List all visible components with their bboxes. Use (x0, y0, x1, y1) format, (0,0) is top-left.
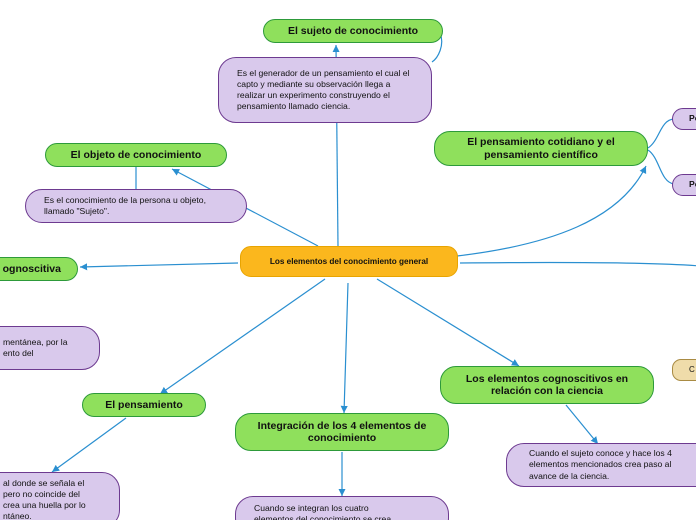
topic-pensamiento-node[interactable]: El pensamiento (82, 393, 206, 417)
topic-sujeto-node[interactable]: El sujeto de conocimiento (263, 19, 443, 43)
note-sujeto-text: Es el generador de un pensamiento el cua… (237, 67, 410, 112)
note-ciencia-node[interactable]: Cuando el sujeto conoce y hace los 4 ele… (506, 443, 696, 487)
note-objeto-text: Es el conocimiento de la persona u objet… (44, 194, 206, 216)
topic-sujeto-label: El sujeto de conocimiento (287, 24, 419, 37)
topic-integracion-node[interactable]: Integración de los 4 elementos de conoci… (235, 413, 449, 451)
note-cognoscitiva-node[interactable]: mentánea, por la ento del (0, 326, 100, 370)
topic-pensamiento-label: El pensamiento (105, 398, 183, 411)
topic-ciencia-label: Los elementos cognoscitivos en relación … (465, 372, 629, 397)
central-topic-node[interactable]: Los elementos del conocimiento general (240, 246, 458, 277)
note-pensamiento-text: al donde se señala el pero no coincide d… (3, 477, 86, 520)
note-pe-top-text: Pe (689, 113, 696, 124)
topic-cognoscitiva-node[interactable]: ognoscitiva (0, 257, 78, 281)
topic-cotidiano-label: El pensamiento cotidiano y el pensamient… (467, 136, 615, 161)
note-ciencia-text: Cuando el sujeto conoce y hace los 4 ele… (529, 448, 672, 481)
link-central-cognoscitiva (79, 262, 239, 271)
topic-objeto-node[interactable]: El objeto de conocimiento (45, 143, 227, 167)
note-integracion-text: Cuando se integran los cuatro elementos … (254, 503, 392, 520)
link-central-right (459, 261, 696, 267)
note-objeto-node[interactable]: Es el conocimiento de la persona u objet… (25, 189, 247, 223)
note-pe-bottom-text: Pe (689, 179, 696, 190)
link-central-cotidiano (456, 165, 647, 257)
link-ciencia-desc (565, 404, 599, 445)
note-cognoscitiva-text: mentánea, por la ento del (3, 336, 68, 358)
topic-cotidiano-node[interactable]: El pensamiento cotidiano y el pensamient… (434, 131, 648, 166)
note-tan-node[interactable]: C (672, 359, 696, 381)
note-pensamiento-node[interactable]: al donde se señala el pero no coincide d… (0, 472, 120, 520)
central-topic-label: Los elementos del conocimiento general (269, 256, 429, 266)
link-pensamiento-desc (51, 417, 127, 473)
note-pe-top-node[interactable]: Pe (672, 108, 696, 130)
link-cotidiano-pe-bottom (647, 149, 675, 185)
note-pe-bottom-node[interactable]: Pe (672, 174, 696, 196)
note-integracion-node[interactable]: Cuando se integran los cuatro elementos … (235, 496, 449, 520)
topic-ciencia-node[interactable]: Los elementos cognoscitivos en relación … (440, 366, 654, 404)
topic-cognoscitiva-label: ognoscitiva (2, 262, 61, 275)
link-central-ciencia (376, 278, 520, 367)
note-sujeto-node[interactable]: Es el generador de un pensamiento el cua… (218, 57, 432, 123)
link-central-integracion (340, 282, 349, 414)
topic-integracion-label: Integración de los 4 elementos de conoci… (257, 419, 427, 444)
link-cotidiano-pe-top (647, 118, 675, 149)
link-central-pensamiento (159, 278, 326, 395)
note-tan-text: C (689, 365, 695, 375)
topic-objeto-label: El objeto de conocimiento (70, 148, 202, 161)
